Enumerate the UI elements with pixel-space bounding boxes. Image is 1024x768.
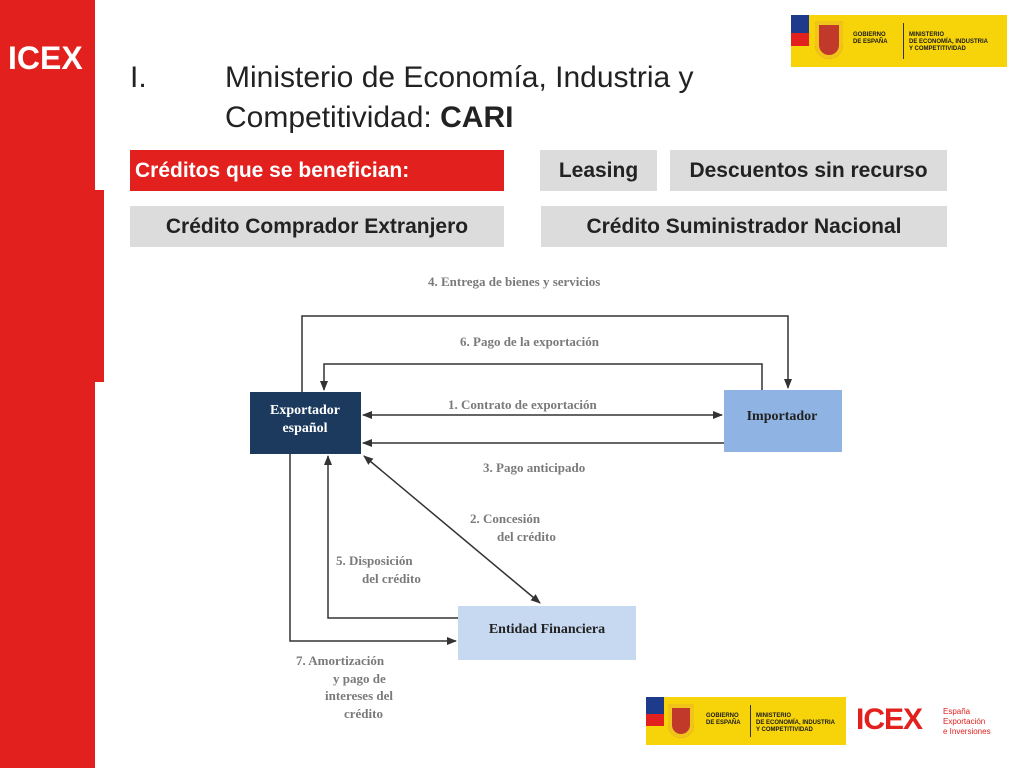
spain-flag-icon	[791, 15, 809, 67]
footer-gobierno-banner: GOBIERNO DE ESPAÑA MINISTERIO DE ECONOMÍ…	[646, 697, 846, 745]
edge-7-label-2: y pago de	[333, 671, 386, 686]
creditos-box: Créditos que se benefician:	[130, 150, 504, 191]
footer-icex-logo: ICEX	[856, 703, 923, 736]
leasing-box: Leasing	[540, 150, 657, 191]
edge-7-arrow	[289, 454, 457, 645]
sidebar-notch	[95, 190, 104, 382]
footer-gobierno-text: GOBIERNO DE ESPAÑA	[706, 713, 741, 726]
edge-3-label: 3. Pago anticipado	[483, 460, 585, 475]
edge-5-label-1: 5. Disposición	[336, 553, 413, 568]
left-sidebar: ICEX	[0, 0, 95, 768]
icex-logo: ICEX	[8, 40, 83, 76]
banner-divider	[903, 23, 904, 59]
ministerio-text: MINISTERIO DE ECONOMÍA, INDUSTRIA Y COMP…	[909, 32, 989, 52]
edge-4-label: 4. Entrega de bienes y servicios	[428, 274, 600, 289]
node-entidad-label: Entidad Financiera	[489, 622, 605, 637]
edge-7-label-4: crédito	[344, 706, 383, 721]
edge-2-label-1: 2. Concesión	[470, 511, 541, 526]
comprador-box: Crédito Comprador Extranjero	[130, 206, 504, 247]
edge-6-label: 6. Pago de la exportación	[460, 334, 600, 349]
footer-icex-subtitle: España Exportación e Inversiones	[943, 707, 991, 736]
node-exportador-label-1: Exportador	[270, 403, 340, 418]
edge-5-label-2: del crédito	[362, 571, 421, 586]
coat-of-arms-icon	[815, 21, 843, 59]
title-line-1: Ministerio de Economía, Industria y	[225, 61, 694, 94]
edge-7-label-1: 7. Amortización	[296, 653, 385, 668]
edge-2-arrow	[363, 455, 541, 604]
footer-coat-of-arms-icon	[668, 704, 694, 738]
edge-4-arrow	[301, 315, 792, 392]
title-line-2-plain: Competitividad:	[225, 101, 441, 134]
descuentos-box: Descuentos sin recurso	[670, 150, 947, 191]
title-cari: CARI	[440, 101, 514, 134]
node-entidad	[458, 606, 636, 660]
node-exportador-label-2: español	[282, 421, 327, 436]
edge-5-arrow	[324, 455, 458, 619]
title-line-2: Competitividad: CARI	[225, 98, 513, 138]
edge-6-arrow	[320, 363, 763, 391]
footer-ministerio-text: MINISTERIO DE ECONOMÍA, INDUSTRIA Y COMP…	[756, 713, 836, 733]
footer-banner-divider	[750, 705, 751, 737]
edge-1-label: 1. Contrato de exportación	[448, 397, 598, 412]
suministrador-box: Crédito Suministrador Nacional	[541, 206, 947, 247]
edge-7-label-3: intereses del	[325, 688, 393, 703]
gobierno-text: GOBIERNO DE ESPAÑA	[853, 32, 888, 45]
footer-spain-flag-icon	[646, 697, 664, 745]
node-importador-label: Importador	[747, 409, 818, 424]
node-importador	[724, 390, 842, 452]
node-exportador	[250, 392, 361, 454]
edge-2-label-2: del crédito	[497, 529, 556, 544]
gobierno-banner: GOBIERNO DE ESPAÑA MINISTERIO DE ECONOMÍ…	[791, 15, 1007, 67]
title-number: I.	[130, 61, 147, 94]
